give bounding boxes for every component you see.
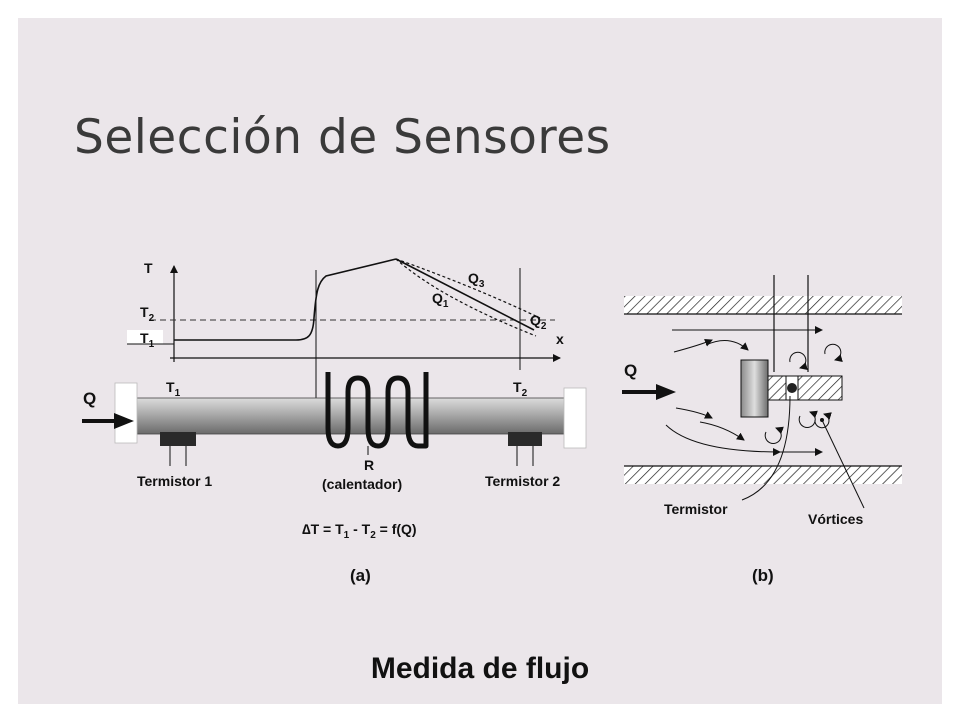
- temperature-profile-curve: [174, 258, 397, 341]
- vortices: [764, 343, 843, 444]
- channel-bottom-wall: [624, 466, 902, 484]
- thermistor-label: Termistor: [664, 501, 728, 517]
- tube-t1-label: T1: [166, 379, 181, 399]
- diagram-a-label: (a): [350, 566, 371, 585]
- tube-end-right: [563, 387, 587, 449]
- streamline: [673, 338, 713, 353]
- vortices-label: Vórtices: [808, 511, 863, 527]
- graph-t2-label: T2: [140, 304, 155, 324]
- thermistor1-label: Termistor 1: [137, 473, 212, 489]
- slide-background: Selección de Sensores Medida de flujo: [18, 18, 942, 704]
- diagram-a: T x T2 T1 Q3 Q1 Q2 T1 T2 Q: [82, 258, 587, 585]
- vortices-pointer-dot: [820, 418, 824, 422]
- delta-t-formula: ∆T = T1 - T2 = f(Q): [302, 521, 417, 541]
- q3-curve: [395, 258, 541, 319]
- slide-title: Selección de Sensores: [74, 110, 611, 165]
- tube-t2-label: T2: [513, 379, 528, 399]
- t1-label-box: [127, 330, 163, 344]
- q1-curve: [395, 258, 535, 331]
- channel-flow-label: Q: [624, 361, 637, 380]
- channel-top-wall: [624, 296, 902, 314]
- streamline: [705, 340, 749, 351]
- bluff-body: [740, 359, 769, 418]
- vortex: [764, 426, 784, 444]
- streamlines: [665, 326, 823, 456]
- tube-flow-label: Q: [83, 389, 96, 408]
- vortex: [789, 351, 808, 370]
- tube-end-left: [114, 382, 138, 444]
- thermistor1-body: [160, 432, 196, 446]
- sensor-housing: [767, 375, 843, 401]
- tube-flow-arrowhead: [114, 413, 134, 429]
- thermistor-bead: [787, 383, 797, 393]
- graph-t1-label: T1: [140, 330, 155, 350]
- q2-label: Q2: [530, 312, 547, 332]
- heater-r-label: R: [364, 457, 374, 473]
- thermistor-pointer: [741, 395, 791, 501]
- diagram-b: Q Termistor Vórtices (b): [622, 275, 902, 585]
- streamline: [699, 421, 745, 441]
- slide-caption: Medida de flujo: [370, 652, 590, 685]
- vortex: [798, 410, 818, 428]
- thermistor2-body: [508, 432, 542, 446]
- vortices-pointer: [821, 419, 865, 509]
- heater-desc-label: (calentador): [322, 476, 402, 492]
- q1-label: Q1: [432, 290, 449, 310]
- diagram-b-label: (b): [752, 566, 774, 585]
- graph-y-axis-label: T: [144, 260, 153, 276]
- vortex: [814, 412, 832, 429]
- streamline: [665, 424, 781, 456]
- vortex: [824, 343, 843, 362]
- graph-x-axis-label: x: [556, 331, 564, 347]
- thermistor2-label: Termistor 2: [485, 473, 560, 489]
- streamline: [675, 407, 713, 419]
- channel-flow-arrowhead: [656, 384, 676, 400]
- q3-label: Q3: [468, 270, 485, 290]
- heater-coil: [325, 372, 429, 449]
